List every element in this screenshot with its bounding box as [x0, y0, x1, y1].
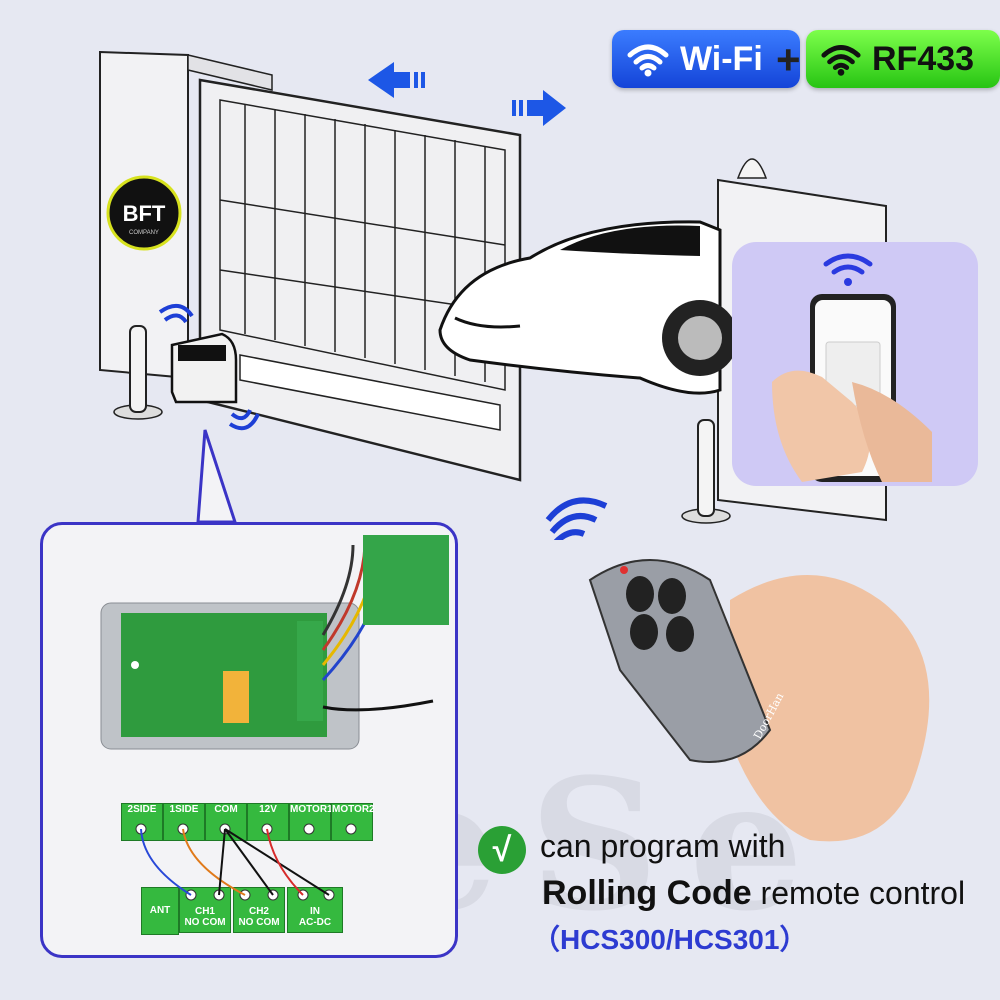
rf433-label: RF433: [872, 39, 975, 78]
rolling-code-text: Rolling Code remote control: [542, 874, 965, 913]
relay: [223, 671, 249, 723]
doorhan-remote: DoorHan: [588, 559, 786, 763]
terminal-1side: 1SIDE: [163, 803, 205, 841]
receiver-board-photo: [100, 535, 449, 750]
bft-logo-sub: COMPANY: [129, 230, 159, 236]
plus-sign: +: [776, 36, 801, 83]
remote-button-1[interactable]: [626, 576, 654, 612]
wifi-badge: Wi-Fi: [612, 30, 800, 88]
signal-waves-icon: [158, 304, 260, 431]
sensor-post-right: [681, 419, 731, 524]
wiring-panel: 2SIDE 1SIDE COM 12V MOTOR1 MOTOR2 ANT CH…: [40, 522, 458, 958]
sliding-gate: [198, 78, 522, 482]
sensor-post-left: [113, 325, 163, 420]
remote-button-3[interactable]: [630, 614, 658, 650]
wifi-icon: [823, 253, 873, 286]
bft-logo-text: BFT: [123, 201, 166, 226]
remote-button-4[interactable]: [666, 616, 694, 652]
rf433-badge: RF433: [806, 30, 1000, 88]
wifi-signal-icon: [821, 45, 861, 76]
gate-motor: [170, 332, 238, 404]
remote-signal-icon: [545, 497, 608, 540]
wifi-label: Wi-Fi: [680, 39, 763, 78]
terminal-ant: ANT: [141, 887, 179, 935]
remote-in-hand: DoorHan: [588, 559, 930, 842]
open-left-arrow-icon: [368, 62, 425, 98]
chip-models-text: （HCS300/HCS301）: [532, 924, 808, 955]
terminal-motor2: MOTOR2: [331, 803, 375, 841]
car: [438, 220, 738, 395]
open-right-arrow-icon: [512, 90, 566, 126]
remote-button-2[interactable]: [658, 578, 686, 614]
rolling-code-bold: Rolling Code: [542, 874, 752, 912]
phone-app-card: [732, 242, 978, 486]
check-icon: √: [478, 826, 526, 874]
remote-control-text: remote control: [751, 875, 966, 911]
terminal-motor1: MOTOR1: [289, 803, 333, 841]
terminal-com: COM: [205, 803, 247, 841]
wifi-icon: [627, 44, 669, 77]
program-text: can program with: [540, 828, 786, 864]
bft-logo: BFT COMPANY: [106, 175, 182, 251]
wiring-lines: [135, 823, 357, 901]
remote-led-icon: [620, 566, 628, 574]
